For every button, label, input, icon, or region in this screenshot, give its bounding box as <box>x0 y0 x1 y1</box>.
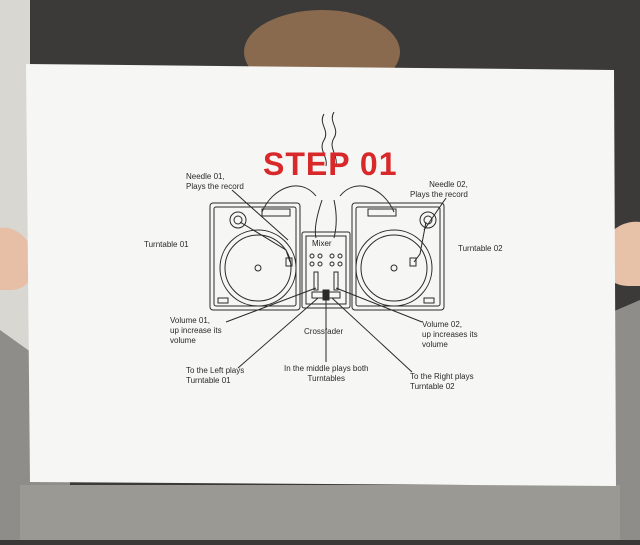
turntable-02-label: Turntable 02 <box>458 244 503 253</box>
turntable-01-drawing <box>209 202 301 311</box>
step-title: STEP 01 <box>263 146 398 182</box>
needle-01-line <box>231 189 289 241</box>
mixer-label: Mixer <box>312 239 332 248</box>
left-hand <box>0 227 36 291</box>
left-label: To the Left plays Turntable 01 <box>186 366 245 385</box>
needle-02-line <box>423 197 447 231</box>
middle-label: In the middle plays both Turntables <box>284 364 369 383</box>
right-label: To the Right plays Turntable 02 <box>410 372 474 391</box>
poster <box>26 64 616 486</box>
right-line <box>331 297 413 373</box>
crossfader-label: Crossfader <box>304 327 344 336</box>
volume-01-label: Volume 01, up increase its volume <box>170 316 222 345</box>
needle-01-label: Needle 01, Plays the record <box>186 172 244 191</box>
needle-02-label: Needle 02, Plays the record <box>410 180 468 199</box>
hoodie <box>20 485 620 545</box>
volume-02-line <box>335 287 423 323</box>
turntable-02-drawing <box>351 202 445 311</box>
volume-02-label: Volume 02, up increases its volume <box>422 320 478 349</box>
turntable-01-label: Turntable 01 <box>144 240 189 249</box>
volume-01-line <box>225 287 317 323</box>
left-line <box>237 297 319 369</box>
